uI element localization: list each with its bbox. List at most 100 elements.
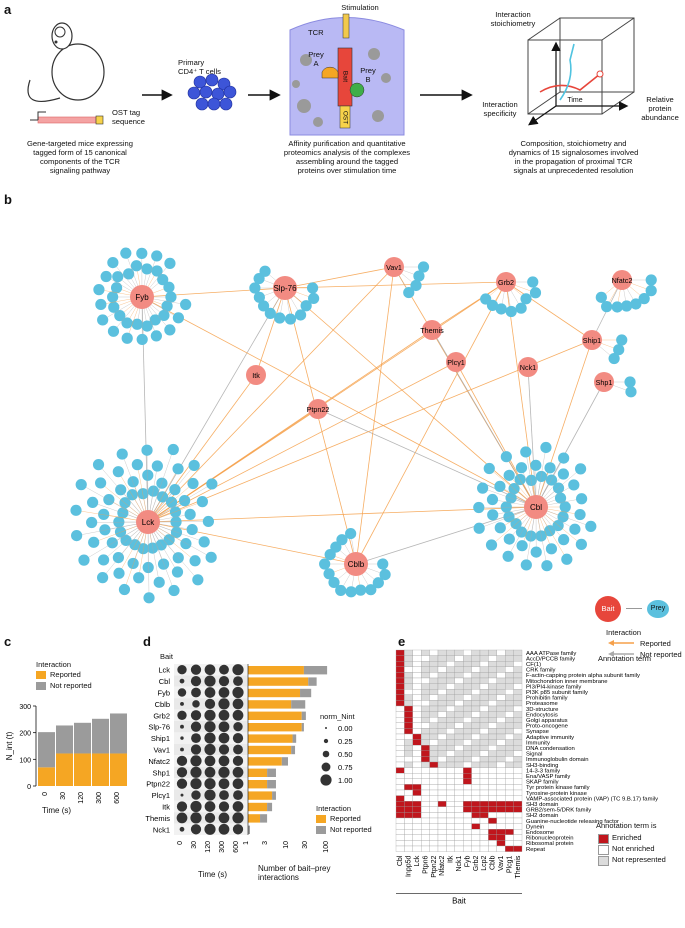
e-cell xyxy=(395,728,405,735)
e-cell xyxy=(513,829,523,835)
d-size-legend-label: 0.25 xyxy=(338,737,353,746)
prey-node xyxy=(508,483,520,495)
prey-node xyxy=(123,268,135,280)
e-cell xyxy=(412,666,422,673)
d-bar-reported xyxy=(248,700,292,709)
e-cell xyxy=(395,829,405,835)
d-bar-reported xyxy=(248,711,302,720)
prey-node xyxy=(535,470,547,483)
e-bait-label: Grb2 xyxy=(473,855,480,871)
e-cell xyxy=(454,705,464,712)
prey-edge xyxy=(98,464,149,523)
prey-node xyxy=(127,557,139,570)
e-cell xyxy=(412,834,422,841)
prey-node xyxy=(137,488,149,500)
e-legend-not-represented: Not represented xyxy=(612,855,666,864)
d-dot xyxy=(232,778,244,790)
e-cell xyxy=(446,717,455,723)
e-cell xyxy=(513,717,523,723)
e-cell xyxy=(412,672,422,679)
e-cell xyxy=(479,728,489,735)
prey-node xyxy=(170,526,183,538)
e-cell xyxy=(404,655,413,662)
e-cell xyxy=(505,661,514,667)
prey-node xyxy=(143,592,155,604)
c-ytick-label: 0 xyxy=(27,784,31,791)
ost-text: OST xyxy=(341,110,349,125)
e-cell xyxy=(488,806,497,813)
e-cell xyxy=(513,745,523,751)
e-cell xyxy=(412,845,422,852)
e-cell xyxy=(505,795,514,802)
prey-node xyxy=(161,300,173,312)
c-xtick-label: 120 xyxy=(78,792,85,804)
e-cell xyxy=(395,683,405,690)
e-cell xyxy=(437,733,447,740)
e-cell xyxy=(471,655,481,662)
e-cell xyxy=(463,689,472,695)
e-cell xyxy=(404,801,413,807)
e-cell xyxy=(505,739,514,746)
prey-node xyxy=(189,555,201,567)
final-caption-line3: in the propagation of proximal TCR xyxy=(514,157,633,166)
e-cell xyxy=(454,666,464,673)
e-cell xyxy=(421,840,430,847)
e-cell xyxy=(488,845,497,852)
e-cell xyxy=(429,733,439,740)
d-bar-not-reported xyxy=(248,825,250,834)
e-cell xyxy=(395,784,405,791)
d-bait-header: Bait xyxy=(160,652,173,661)
e-cell xyxy=(412,823,422,830)
d-dot xyxy=(191,733,201,744)
d-dot xyxy=(232,801,244,812)
e-cell xyxy=(513,817,523,824)
e-cell xyxy=(488,739,497,746)
prey-node xyxy=(377,558,389,570)
d-size-legend-label: 0.50 xyxy=(338,750,353,759)
e-cell xyxy=(429,817,439,824)
d-dot xyxy=(218,687,230,698)
e-cell xyxy=(395,694,405,701)
prey-node xyxy=(150,330,162,342)
e-cell xyxy=(437,728,447,735)
e-cell xyxy=(488,812,497,819)
e-cell xyxy=(513,683,523,690)
e-cell xyxy=(488,705,497,712)
cube-stoich-line2: stoichiometry xyxy=(490,19,536,28)
hub-edge xyxy=(147,339,593,523)
prey-node xyxy=(569,523,581,535)
e-cell xyxy=(513,722,523,729)
e-bait-label: Nck1 xyxy=(456,855,463,871)
e-cell xyxy=(421,789,430,796)
e-cell xyxy=(421,829,430,835)
e-cell xyxy=(471,756,481,763)
hub-edge xyxy=(355,281,507,565)
d-dot xyxy=(204,698,216,710)
e-cell xyxy=(446,705,455,712)
d-bar-not-reported xyxy=(281,757,288,766)
prey-node xyxy=(410,279,422,292)
d-bar-not-reported xyxy=(291,700,306,709)
d-dot xyxy=(204,812,216,824)
e-cell xyxy=(454,655,464,662)
e-cell xyxy=(471,750,481,757)
prey-node xyxy=(486,493,499,506)
e-cell xyxy=(505,705,514,712)
e-cell xyxy=(463,795,472,802)
e-cell xyxy=(429,655,439,662)
d-dot xyxy=(204,732,216,744)
e-cell xyxy=(479,840,489,847)
hub-edge xyxy=(355,266,395,565)
e-cell xyxy=(496,711,506,718)
e-cell xyxy=(429,756,439,763)
prey-node xyxy=(141,320,153,332)
mouse-caption-line1: Gene-targeted mice expressing xyxy=(27,139,133,148)
e-cell xyxy=(404,733,413,740)
d-xtick-label: 0 xyxy=(177,841,184,845)
e-cell xyxy=(446,745,455,751)
prey-node xyxy=(99,524,111,536)
prey-node xyxy=(502,550,514,562)
d-dot xyxy=(204,766,216,778)
d-bar-reported xyxy=(248,780,268,789)
mouse-caption: Gene-targeted mice expressing tagged for… xyxy=(10,139,150,175)
